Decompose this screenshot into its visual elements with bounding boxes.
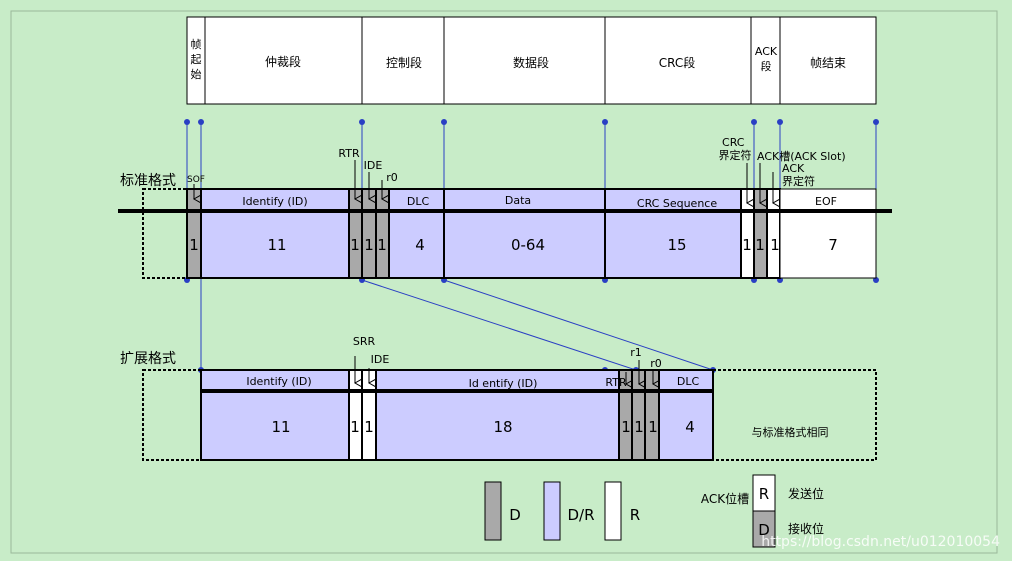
std-ide-tag: IDE	[364, 159, 383, 172]
std-bits-dlc: 4	[415, 236, 425, 254]
format-connectors	[361, 279, 714, 371]
ext-r0-tag: r0	[650, 357, 662, 370]
legend-ack-d: D	[758, 521, 770, 539]
std-bits-crc: 15	[667, 236, 686, 254]
std-bits-data: 0-64	[511, 236, 545, 254]
legend-r: R	[630, 506, 640, 524]
legend-dr: D/R	[567, 506, 594, 524]
std-crc-delim-line1: CRC	[722, 136, 745, 149]
std-bits-r0: 1	[377, 236, 387, 254]
std-crc-delim-tag: CRC 界定符	[719, 136, 752, 162]
standard-bit-counts: 1 11 1 1 1 4 0-64 15 1 1 1 7	[189, 236, 838, 254]
ext-bits-dlc: 4	[685, 418, 695, 436]
extended-format-label: 扩展格式	[120, 351, 176, 367]
ext-dlc-label: DLC	[677, 375, 700, 388]
ext-r1-tag: r1	[630, 346, 642, 359]
std-data-label: Data	[505, 194, 531, 207]
legend-d-swatch	[484, 481, 502, 541]
ext-srr-tag: SRR	[353, 335, 376, 348]
ext-bits-rtr: 1	[621, 418, 631, 436]
legend-dr-swatch	[543, 481, 561, 541]
ext-ide-tag: IDE	[371, 353, 390, 366]
header-sof: 帧起始	[191, 37, 202, 81]
std-identify-label: Identify (ID)	[242, 195, 307, 208]
ext-bits-r1: 1	[634, 418, 644, 436]
header-ack-line1: ACK	[755, 45, 778, 58]
legend: D D/R R ACK位槽 R D 发送位 接收位	[484, 474, 824, 548]
extended-bit-counts: 11 1 1 18 1 1 1 4	[271, 418, 694, 436]
std-r0-tag: r0	[386, 171, 398, 184]
std-sof-tag: SOF	[187, 175, 205, 185]
ext-bits-r0: 1	[648, 418, 658, 436]
legend-ack-d-box	[752, 510, 776, 548]
standard-format-label: 标准格式	[120, 173, 176, 189]
ext-bits-srr: 1	[350, 418, 360, 436]
header-sof-char: 帧	[191, 37, 202, 51]
header-ack-line2: 段	[761, 59, 772, 73]
header-arbitration: 仲裁段	[265, 54, 301, 69]
ext-rtr-tag: RTR	[605, 376, 627, 389]
standard-tags: SOF RTR IDE r0 CRC 界定符 ACK槽(ACK Slot) AC…	[187, 136, 846, 203]
legend-d: D	[509, 506, 521, 524]
header-sof-char: 始	[191, 67, 202, 81]
legend-ack-slot: ACK位槽	[701, 491, 749, 506]
std-bits-eof: 7	[828, 236, 838, 254]
ext-bits-id2: 18	[493, 418, 512, 436]
std-rtr-tag: RTR	[338, 147, 360, 160]
std-bits-sof: 1	[189, 236, 199, 254]
header-data: 数据段	[513, 55, 549, 70]
watermark: https://blog.csdn.net/u012010054	[761, 534, 1000, 550]
legend-send: 发送位	[788, 486, 824, 501]
header-eof: 帧结束	[810, 56, 846, 70]
header-sof-char: 起	[191, 53, 202, 66]
extended-tags: SRR IDE r1 r0 RTR	[353, 335, 662, 389]
std-ack-delim-tag: ACK 界定符	[782, 162, 815, 188]
std-dlc-label: DLC	[407, 195, 430, 208]
ext-bits-id: 11	[271, 418, 290, 436]
header-control: 控制段	[386, 55, 422, 70]
std-eof-label: EOF	[815, 195, 837, 208]
std-bits-rtr: 1	[350, 236, 360, 254]
std-bits-ack-slot: 1	[755, 236, 765, 254]
standard-frame	[118, 188, 892, 279]
legend-receive: 接收位	[788, 521, 824, 536]
standard-field-labels: Identify (ID) DLC Data CRC Sequence EOF	[242, 194, 837, 210]
std-bits-ide: 1	[364, 236, 374, 254]
std-bits-ack-delim: 1	[770, 236, 780, 254]
ext-identify2-label: Id entify (ID)	[469, 377, 538, 390]
std-ack-delim-line1: ACK	[782, 162, 805, 175]
std-ack-delim-line2: 界定符	[782, 174, 815, 188]
std-bits-id: 11	[267, 236, 286, 254]
ext-identify-label: Identify (ID)	[246, 375, 311, 388]
std-crc-delim-line2: 界定符	[719, 148, 752, 162]
std-ack-slot-tag: ACK槽(ACK Slot)	[757, 150, 846, 163]
ext-bits-ide: 1	[364, 418, 374, 436]
std-crc-seq-label: CRC Sequence	[637, 197, 717, 210]
extended-field-labels: Identify (ID) Id entify (ID) DLC 与标准格式相同	[246, 375, 828, 439]
std-bits-crc-delim: 1	[742, 236, 752, 254]
legend-r-swatch	[604, 481, 622, 541]
ext-same-label: 与标准格式相同	[752, 425, 829, 439]
header-crc: CRC段	[659, 55, 696, 70]
legend-ack-r: R	[759, 485, 769, 503]
